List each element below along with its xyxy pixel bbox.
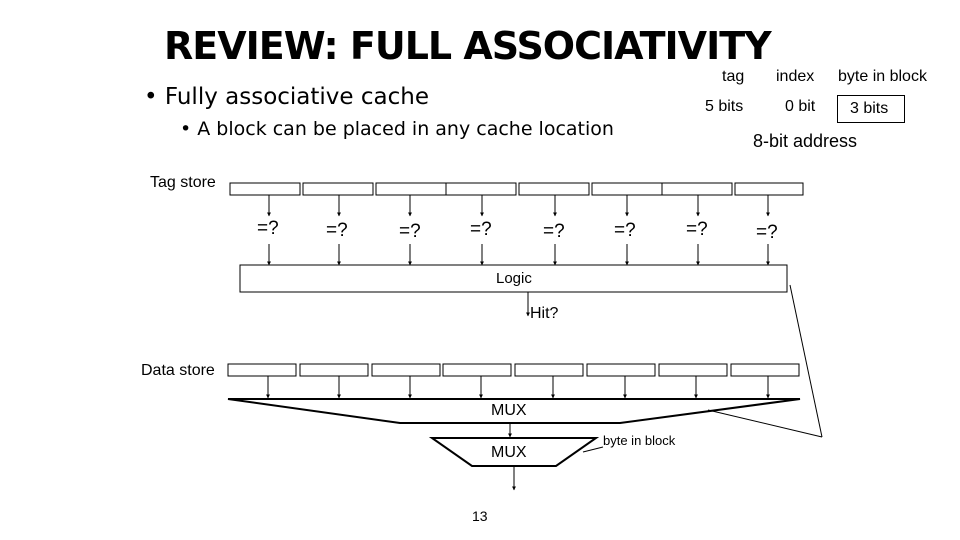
- tag-store-label: Tag store: [150, 174, 216, 191]
- select-line-lower: [707, 409, 823, 438]
- mux-2: [428, 437, 600, 467]
- data-entry: [442, 363, 512, 377]
- comparator: =?: [686, 219, 708, 240]
- mux-1: [227, 398, 801, 424]
- tag-entry: [445, 182, 517, 196]
- comparator: =?: [543, 221, 565, 242]
- data-mux-arrows: [266, 376, 770, 399]
- address-index-bits: 0 bit: [785, 98, 816, 115]
- comparator: =?: [326, 220, 348, 241]
- tag-compare-arrows: [267, 195, 770, 217]
- tag-entry: [229, 182, 301, 196]
- mux-1-label: MUX: [491, 402, 527, 419]
- data-store-label: Data store: [141, 362, 215, 379]
- comparator: =?: [470, 219, 492, 240]
- tag-store-row: [229, 182, 804, 196]
- select-line-upper: [789, 284, 823, 438]
- comparator: =?: [614, 220, 636, 241]
- slide-title: REVIEW: FULL ASSOCIATIVITY: [164, 24, 772, 68]
- data-store-row: [227, 363, 800, 377]
- bullet-fully-associative: • Fully associative cache: [144, 84, 429, 110]
- address-offset-box: [837, 95, 905, 123]
- comparator: =?: [399, 221, 421, 242]
- data-entry: [299, 363, 369, 377]
- bullet-block-placement: • A block can be placed in any cache loc…: [180, 118, 614, 140]
- address-caption: 8-bit address: [753, 131, 858, 151]
- mux-2-label: MUX: [491, 444, 527, 461]
- data-entry: [586, 363, 656, 377]
- tag-entry: [302, 182, 374, 196]
- data-entry: [658, 363, 728, 377]
- tag-entry: [375, 182, 447, 196]
- logic-label: Logic: [496, 270, 532, 287]
- data-entry: [730, 363, 800, 377]
- tag-entry: [591, 182, 663, 196]
- logic-box: [239, 264, 788, 293]
- comparator: =?: [756, 222, 778, 243]
- data-entry: [371, 363, 441, 377]
- address-field-index: index: [776, 68, 815, 85]
- compare-logic-arrows: [267, 244, 770, 266]
- data-entry: [227, 363, 297, 377]
- tag-entry: [661, 182, 733, 196]
- address-byte-bits: 3 bits: [850, 100, 889, 117]
- hit-label: Hit?: [530, 305, 559, 322]
- byte-in-block-select-label: byte in block: [603, 433, 676, 448]
- address-field-byte-in-block: byte in block: [838, 68, 927, 85]
- page-number: 13: [472, 508, 488, 524]
- address-field-tag: tag: [722, 68, 745, 85]
- data-entry: [514, 363, 584, 377]
- comparator: =?: [257, 218, 279, 239]
- address-tag-bits: 5 bits: [705, 98, 744, 115]
- tag-entry: [518, 182, 590, 196]
- byte-select-leader: [582, 446, 604, 453]
- tag-entry: [734, 182, 804, 196]
